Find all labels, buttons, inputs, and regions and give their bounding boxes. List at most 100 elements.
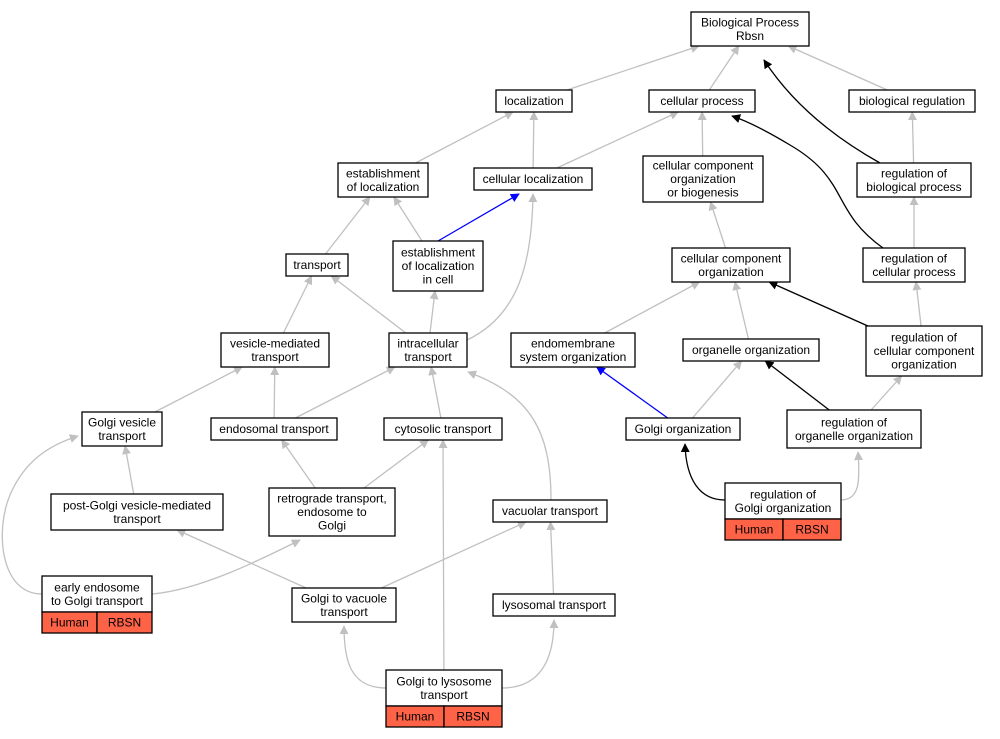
node-label: or biogenesis — [667, 186, 738, 200]
node-box — [648, 89, 756, 113]
node-vacuolar-transport[interactable]: vacuolar transport — [492, 499, 608, 523]
node-label: of localization — [347, 180, 420, 194]
edge-vesicle-mediated-to-transport — [282, 275, 313, 334]
node-label: biological regulation — [859, 94, 965, 108]
node-label: cellular component — [874, 344, 975, 358]
node-transport[interactable]: transport — [285, 253, 349, 277]
node-label: in cell — [423, 273, 454, 287]
edge-cellular-localization-to-localization — [529, 111, 539, 169]
edge-golgi-to-lysosome-to-lysosomal-transport — [501, 619, 559, 689]
badge-label: RBSN — [108, 616, 141, 630]
edge-golgi-to-vacuole-to-vacuolar-transport — [381, 521, 527, 589]
edge-organelle-org-to-cco — [732, 281, 750, 340]
node-box — [724, 482, 842, 520]
edge-post-golgi-to-golgi-vesicle — [122, 445, 135, 495]
node-localization[interactable]: localization — [495, 89, 573, 113]
node-endosomal-transport[interactable]: endosomal transport — [210, 417, 338, 441]
node-lysosomal-transport[interactable]: lysosomal transport — [492, 593, 616, 617]
node-label: cellular component — [681, 251, 782, 265]
edge-golgi-to-lysosome-to-golgi-to-vacuole — [339, 625, 387, 689]
node-label: vacuolar transport — [502, 504, 599, 518]
node-label: transport — [293, 258, 341, 272]
node-box — [50, 493, 224, 531]
edge-endomembrane-to-cco — [604, 281, 701, 334]
node-box — [848, 89, 976, 113]
node-box — [682, 338, 820, 362]
badge-label: Human — [396, 710, 435, 724]
edge-intracellular-transport-to-transport — [330, 275, 407, 334]
node-label: Biological Process — [701, 15, 799, 29]
node-cellular-localization[interactable]: cellular localization — [473, 167, 593, 191]
node-label: regulation of — [881, 166, 948, 180]
node-label: cellular component — [653, 159, 754, 173]
edge-cellular-localization-to-cellular-process — [556, 111, 680, 169]
node-box — [786, 409, 922, 449]
node-box — [862, 247, 966, 283]
edge-cco-to-ccob — [708, 201, 727, 249]
edge-est-loc-cell-to-establishment-of-localization — [393, 196, 423, 242]
badge-rbsn — [443, 705, 503, 728]
badge-label: RBSN — [456, 710, 489, 724]
node-golgi-org[interactable]: Golgi organization — [625, 417, 741, 441]
node-box — [268, 487, 396, 537]
node-box — [220, 332, 330, 368]
node-box — [510, 332, 636, 368]
edge-golgi-vesicle-to-vesicle-mediated — [154, 366, 243, 413]
node-label: Rbsn — [736, 29, 764, 43]
edge-cellular-process-to-bp — [708, 45, 740, 91]
edge-golgi-org-to-organelle-org — [692, 360, 743, 419]
node-box — [210, 417, 338, 441]
node-box — [392, 240, 484, 292]
node-label: cellular process — [660, 94, 743, 108]
node-label: early endosome — [54, 580, 140, 594]
node-label: Golgi to vacuole — [301, 591, 387, 605]
node-cellular-process[interactable]: cellular process — [648, 89, 756, 113]
node-label: Golgi to lysosome — [396, 674, 492, 688]
node-box — [81, 411, 163, 447]
edge-early-endosome-to-golgi-vesicle — [1, 434, 79, 595]
node-label: endosomal transport — [219, 422, 329, 436]
node-box — [642, 155, 764, 203]
badge-label: Human — [50, 616, 89, 630]
edge-intracellular-transport-to-est-loc-cell — [429, 290, 439, 334]
edge-endosomal-transport-to-intracellular-transport — [295, 366, 396, 419]
edge-localization-to-bp — [566, 44, 700, 91]
node-label: organization — [891, 358, 956, 372]
node-label: endosome to — [297, 505, 367, 519]
edge-reg-golgi-org-to-reg-organelle-org — [840, 451, 864, 501]
node-biological-regulation[interactable]: biological regulation — [848, 89, 976, 113]
node-label: retrograde transport, — [277, 492, 386, 506]
node-label: of localization — [402, 259, 475, 273]
edge-transport-to-establishment-of-localization — [324, 196, 371, 255]
edge-reg-organelle-org-to-reg-cco — [870, 375, 903, 411]
node-label: transport — [98, 429, 146, 443]
node-cytosolic-transport[interactable]: cytosolic transport — [383, 417, 503, 441]
edge-reg-bio-process-to-biological-regulation — [908, 111, 918, 164]
node-organelle-org[interactable]: organelle organization — [682, 338, 820, 362]
edge-retrograde-to-cytosolic-transport — [363, 439, 430, 489]
node-label: lysosomal transport — [502, 598, 607, 612]
node-label: organization — [670, 172, 735, 186]
node-label: system organization — [520, 350, 627, 364]
node-label: establishment — [346, 166, 421, 180]
edge-golgi-to-lysosome-to-cytosolic-transport — [438, 439, 448, 671]
